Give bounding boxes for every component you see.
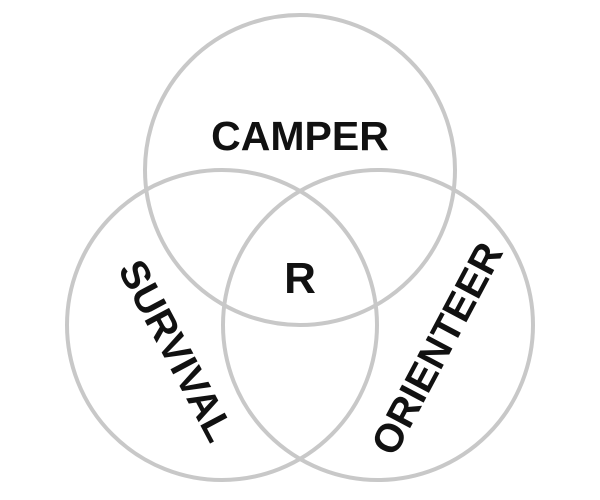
camper-circle: [143, 13, 457, 327]
survival-label: SURVIVAL: [109, 253, 241, 449]
survival-circle: [65, 168, 379, 482]
camper-label: CAMPER: [211, 113, 389, 159]
orienteer-circle: [221, 168, 535, 482]
intersection-label: R: [284, 254, 316, 303]
orienteer-label: ORIENTEER: [363, 235, 511, 462]
